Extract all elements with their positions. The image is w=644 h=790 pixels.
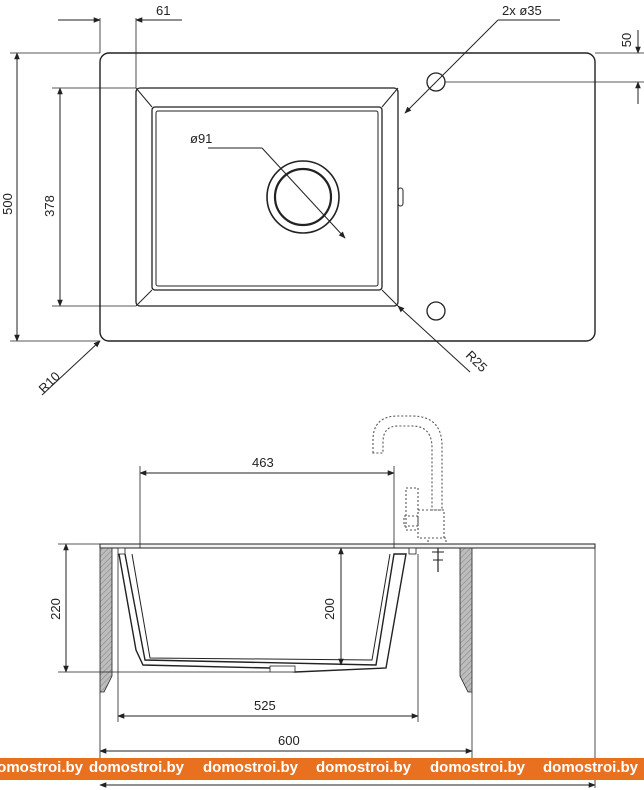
corner-radius-label: R10: [36, 369, 63, 396]
overall-depth-label: 500: [0, 193, 15, 215]
watermark-text: domostroi.by: [89, 759, 185, 776]
cabinet-inner-label: 525: [254, 698, 276, 713]
watermark-text: domostroi.by: [430, 759, 526, 776]
watermark-text: domostroi.by: [543, 759, 639, 776]
bowl-inner-edge: [151, 106, 383, 291]
total-height-label: 220: [48, 598, 63, 620]
tap-hole-bottom: [426, 301, 446, 321]
watermark-bar: domostroi.by domostroi.by domostroi.by d…: [0, 758, 644, 780]
bowl-radius-label: R25: [463, 348, 490, 375]
drain-inner: [273, 167, 333, 227]
watermark-text: domostroi.by: [316, 759, 412, 776]
drain-outer: [266, 160, 340, 234]
bowl-bottom: [155, 110, 379, 287]
cabinet-wall-left: [99, 547, 113, 693]
watermark-text: domostroi.by: [203, 759, 299, 776]
bowl-width-label: 463: [252, 455, 274, 470]
sink-outline: [99, 52, 596, 342]
bowl-height-label: 200: [322, 598, 337, 620]
watermark-text: domostroi.by: [0, 759, 84, 776]
tap-offset-label: 50: [619, 33, 634, 47]
side-view: 463 220 200 525 600 860: [48, 415, 596, 788]
faucet-icon: [372, 415, 447, 545]
bowl-section: [118, 553, 407, 673]
bowl-depth-label: 378: [42, 195, 57, 217]
overflow-slot: [397, 187, 404, 207]
cabinet-width-label: 600: [278, 733, 300, 748]
bowl-offset-label: 61: [156, 3, 170, 18]
cabinet-wall-right: [459, 547, 473, 693]
top-view: ø91 2x ø35 50 61 500 378: [0, 3, 644, 396]
tap-holes-label: 2x ø35: [502, 3, 542, 18]
worktop-surface: [99, 543, 596, 549]
drain-diameter-label: ø91: [190, 131, 212, 146]
